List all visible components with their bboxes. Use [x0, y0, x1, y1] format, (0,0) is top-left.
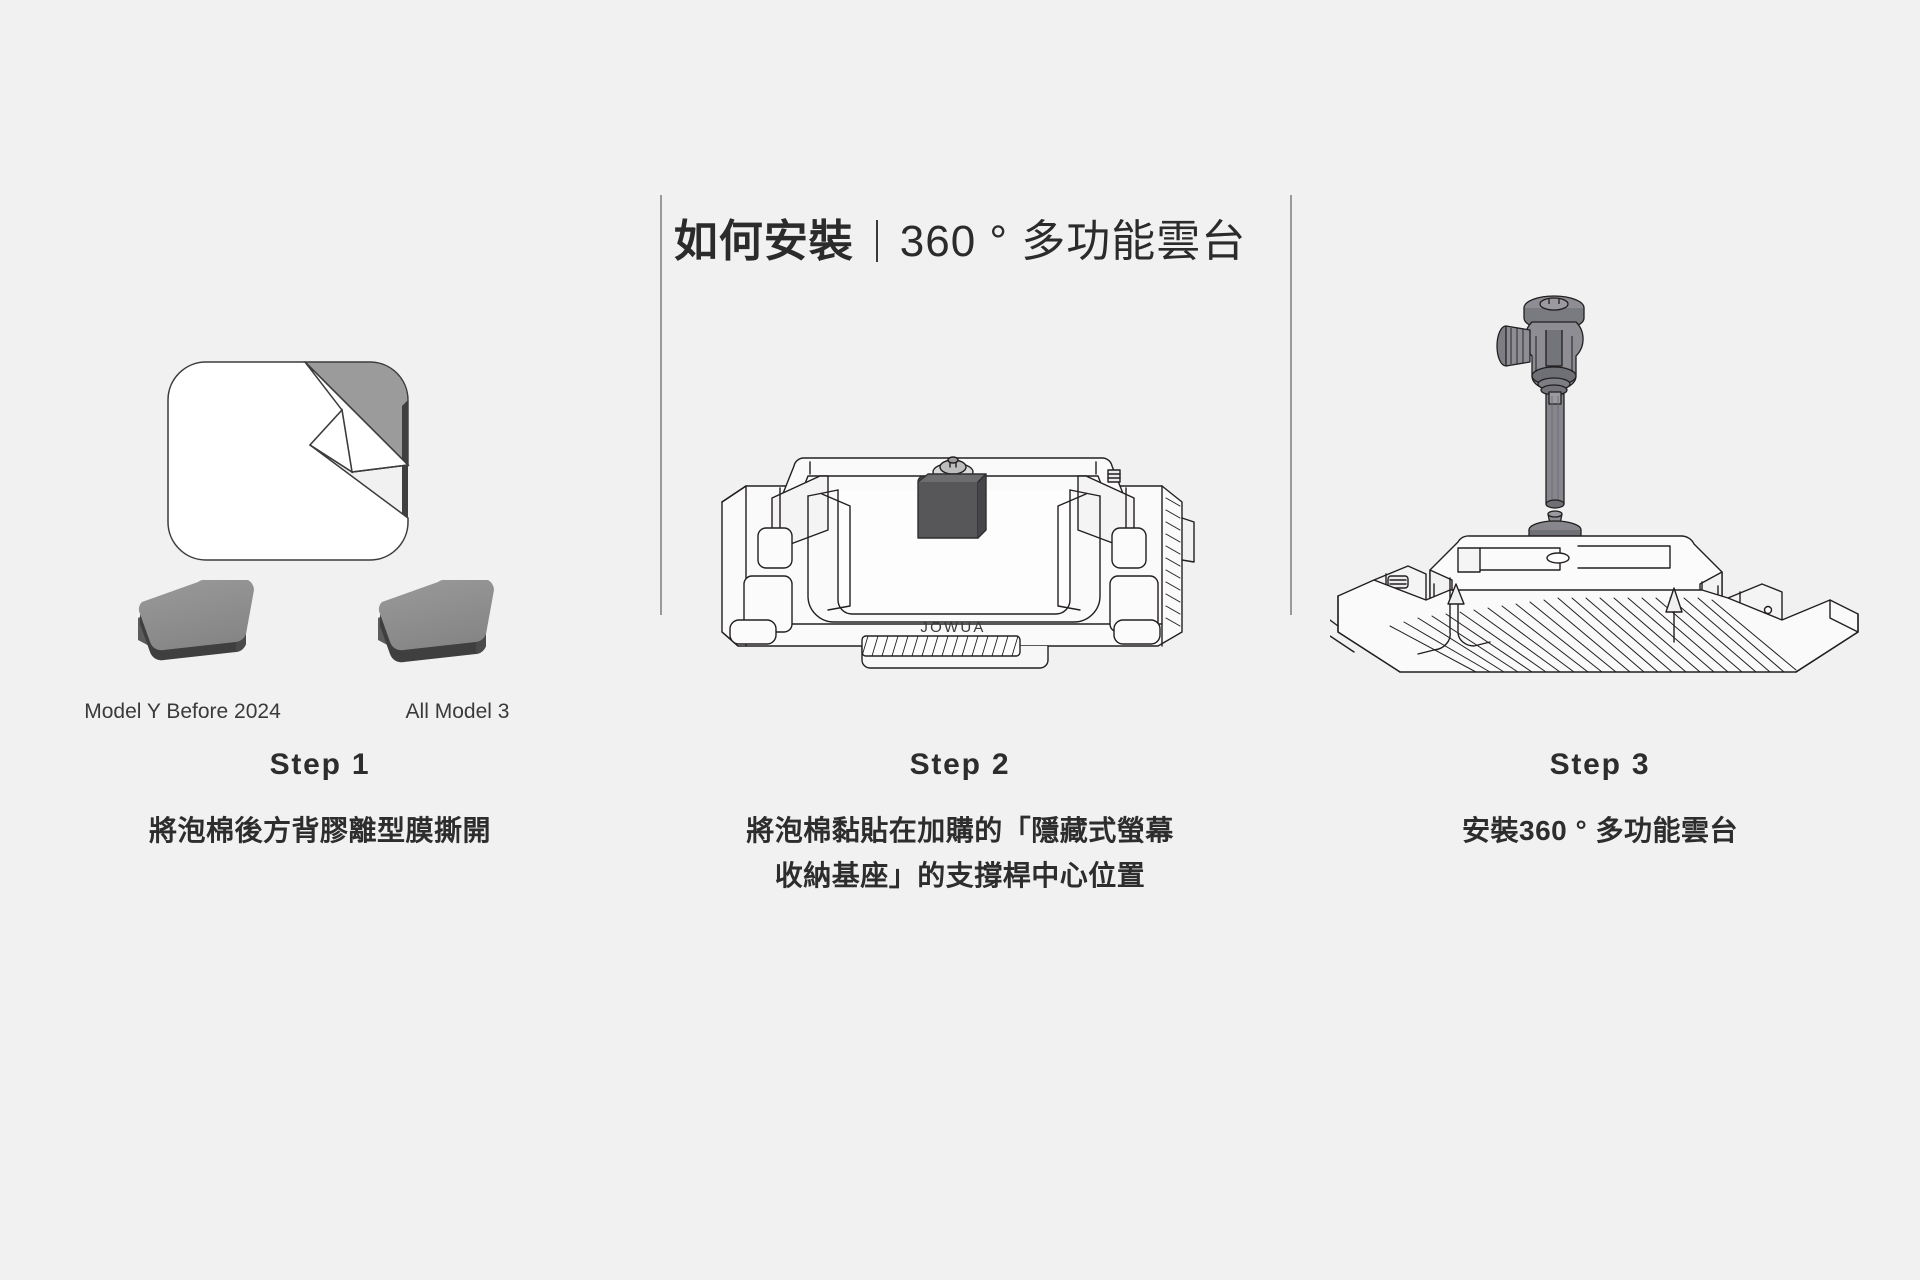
- foam-pad-model-y: [138, 579, 254, 661]
- hidden-screen-storage-base-icon: JOWUA: [721, 456, 1195, 669]
- step-1-panel: Model Y Before 2024 All Model 3 Step 1 將…: [0, 330, 640, 950]
- step-3-description-line-1: 安裝360 ° 多功能雲台: [1462, 815, 1738, 846]
- step-3-description: 安裝360 ° 多功能雲台: [1280, 808, 1920, 853]
- step-2-description-line-2: 收納基座」的支撐桿中心位置: [774, 860, 1146, 892]
- step-2-illustration: JOWUA: [640, 350, 1280, 680]
- ball-head-mount: [1496, 295, 1585, 553]
- variant-label-model-y: Model Y Before 2024: [84, 700, 281, 723]
- step-2-description-line-1: 將泡棉黏貼在加購的「隱藏式螢幕: [746, 815, 1174, 846]
- column-divider-2: [1290, 195, 1292, 615]
- step-2-panel: JOWUA Step 2 將泡棉黏貼在加購的「隱藏式螢幕 收納基座」的支撐桿中心…: [640, 330, 1280, 950]
- step-1-label: Step 1: [269, 748, 371, 781]
- title-divider-icon: [875, 220, 878, 262]
- step-3-panel: Step 3 安裝360 ° 多功能雲台: [1280, 295, 1920, 950]
- step-1-description: 將泡棉後方背膠離型膜撕開: [0, 808, 640, 853]
- page-title: 如何安裝 360 ° 多功能雲台: [0, 205, 1920, 269]
- step-1-illustration: [0, 350, 640, 680]
- step-2-description: 將泡棉黏貼在加購的「隱藏式螢幕 收納基座」的支撐桿中心位置: [640, 808, 1280, 899]
- foam-pad-model-3: [378, 579, 494, 663]
- page-title-main: 如何安裝: [673, 217, 854, 266]
- step-1-variant-labels: Model Y Before 2024 All Model 3: [0, 700, 640, 724]
- attached-foam-pad: [917, 475, 979, 539]
- step-3-illustration: [1280, 290, 1920, 680]
- page-title-sub: 360 ° 多功能雲台: [899, 217, 1247, 266]
- screw-hole: [1546, 552, 1570, 564]
- column-divider-1: [660, 195, 662, 615]
- peel-edge-line: [309, 444, 409, 473]
- variant-label-model-3: All Model 3: [405, 700, 510, 723]
- ball-head-mount-assembly-icon: [1330, 295, 1859, 673]
- foam-pad-peel-liner-icon: [138, 361, 494, 663]
- step-1-description-line-1: 將泡棉後方背膠離型膜撕開: [148, 815, 491, 846]
- steps-container: Model Y Before 2024 All Model 3 Step 1 將…: [0, 295, 1920, 950]
- step-3-label: Step 3: [1549, 748, 1651, 781]
- step-2-label: Step 2: [909, 748, 1011, 781]
- mounting-bracket: [1330, 535, 1859, 673]
- brand-text: JOWUA: [920, 619, 985, 636]
